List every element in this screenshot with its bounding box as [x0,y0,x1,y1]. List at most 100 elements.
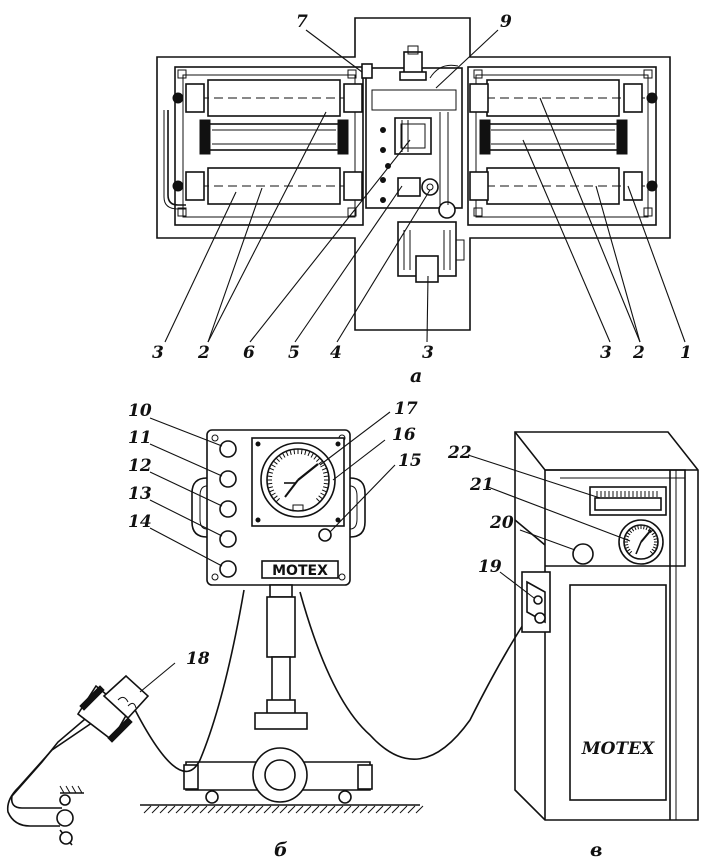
gauge-tick [313,455,318,460]
gauge-tick [267,486,274,489]
gauge-tick [285,451,289,457]
gauge-tick [649,529,654,534]
gauge-tick [652,535,657,538]
gauge-tick [649,550,654,555]
gauge-tick [273,460,278,465]
gauge-tick [637,525,639,530]
gauge-tick [322,471,329,474]
leader-lines-a [164,29,686,343]
caption-c: в [590,839,602,861]
label-14: 14 [128,512,152,532]
floor-hatch [335,805,344,814]
button-13 [219,530,237,548]
gauge-tick [267,482,273,485]
label-2-left: 2 [197,343,210,363]
gauge-tick [653,544,658,546]
caption-a: а [410,365,422,387]
floor-hatch [191,805,200,814]
floor-hatch [319,805,328,814]
floor-hatch [327,805,336,814]
floor-hatch [159,805,168,814]
floor-hatch [383,805,392,814]
floor-hatch [175,805,184,814]
gauge-tick [267,475,273,478]
gauge-tick [645,526,648,531]
floor-hatch [231,805,240,814]
label-6: 5 [288,343,300,363]
floor-hatch [303,805,312,814]
gauge-tick [300,449,303,455]
gauge-tick [318,460,323,465]
label-19: 19 [478,557,502,577]
label-3-left: 3 [152,343,164,363]
gauge-tick [624,544,629,546]
cable-remote-to-sensor [129,589,245,773]
floor-hatch [215,805,224,814]
gauge-tick [634,526,637,531]
floor-hatch [247,805,256,814]
gauge-tick [323,482,329,485]
label-8: 7 [296,12,308,32]
label-18: 18 [186,649,210,669]
floor-hatch [375,805,384,814]
gauge-tick [631,527,635,532]
gauge-tick [321,489,327,493]
measurement-cabinet: MOTEX [514,431,699,821]
floor-hatch [207,805,216,814]
floor-hatch [295,805,304,814]
gauge-tick [269,489,275,493]
label-20: 20 [489,513,514,533]
gauge-tick [270,464,276,468]
floor-hatch [279,805,288,814]
floor-hatch [311,805,320,814]
label-22: 22 [447,443,472,463]
label-17: 17 [394,399,418,419]
gauge-tick [273,495,278,500]
gauge-tick [275,498,280,503]
floor-hatch [167,805,176,814]
gauge-tick [652,546,657,549]
floor-hatch [199,805,208,814]
gauge-tick [275,457,280,462]
remote-console: MOTEX [140,429,424,814]
gauge-tick [651,532,656,536]
button-15 [318,528,332,542]
floor-hatch [223,805,232,814]
gauge-tick [653,538,658,540]
gauge-tick [628,550,633,555]
floor-hatch [343,805,352,814]
floor-hatch [399,805,408,814]
floor-hatch [407,805,416,814]
cabinet-brand: MOTEX [581,739,655,759]
gauge-tick [322,486,329,489]
floor-hatch [391,805,400,814]
floor-hatch [367,805,376,814]
gauge-tick [289,449,292,456]
gauge-tick [625,546,630,549]
gauge-tick [628,529,633,534]
gauge-tick [625,535,630,538]
gauge-tick [647,527,651,532]
gauge-tick [310,452,314,458]
gauge-tick [626,548,631,552]
gauge-tick [304,449,307,456]
roller-stand-plan-view [156,17,671,331]
label-13: 13 [128,484,152,504]
floor-hatch [239,805,248,814]
button-11 [219,470,237,488]
floor-hatch [263,805,272,814]
caption-b: б [274,839,288,861]
gauge-tick [323,475,329,478]
gauge-tick [293,449,296,455]
gauge-tick [643,525,645,530]
gauge-tick [320,492,326,496]
label-12: 12 [128,456,152,476]
cable-remote-to-cabinet [299,591,529,760]
label-4: 3 [422,343,434,363]
floor-hatch [143,805,152,814]
label-11: 11 [128,428,152,448]
gauge-tick [320,464,326,468]
floor-hatch [271,805,280,814]
